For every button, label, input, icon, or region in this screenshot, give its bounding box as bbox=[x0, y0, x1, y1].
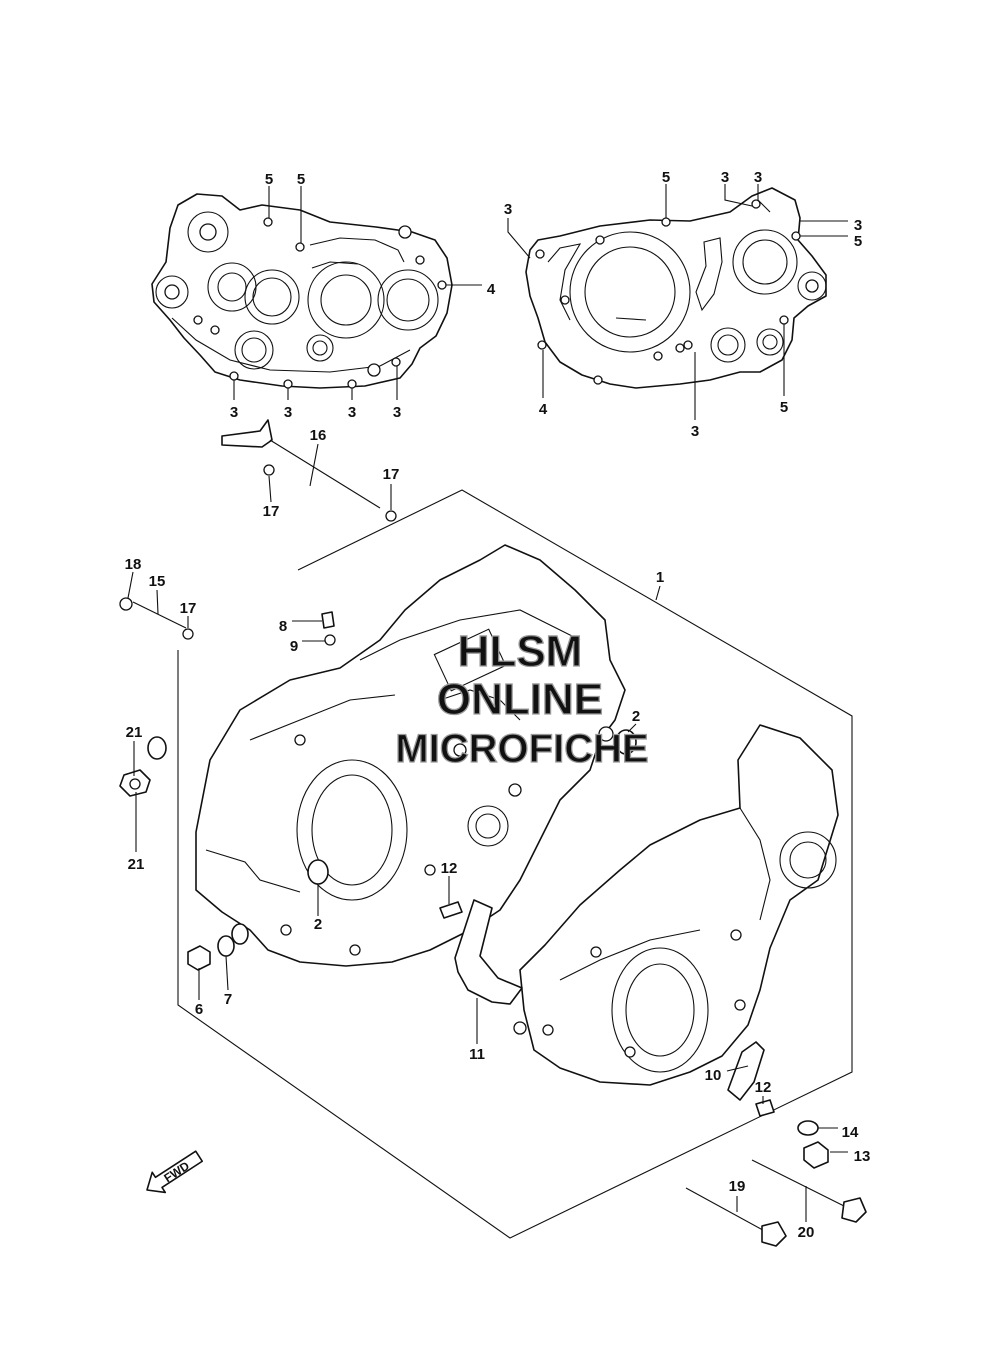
callout-2: 2 bbox=[314, 916, 322, 933]
callout-9: 9 bbox=[290, 638, 298, 655]
callout-3: 3 bbox=[854, 217, 862, 234]
crankcase-main-right bbox=[513, 724, 839, 1086]
callout-3: 3 bbox=[754, 169, 762, 186]
callout-16: 16 bbox=[310, 427, 327, 444]
callout-8: 8 bbox=[279, 618, 287, 635]
callout-3: 3 bbox=[691, 423, 699, 440]
watermark-line-2: ONLINE bbox=[437, 675, 603, 724]
callout-11: 11 bbox=[469, 1046, 485, 1063]
callout-18: 18 bbox=[125, 556, 142, 573]
gasket-10 bbox=[727, 1041, 765, 1101]
callout-6: 6 bbox=[195, 1001, 203, 1018]
callout-2: 2 bbox=[632, 708, 640, 725]
callout-3: 3 bbox=[348, 404, 356, 421]
oil-pipe-15 bbox=[119, 597, 194, 640]
callout-15: 15 bbox=[149, 573, 166, 590]
crankcase-main-left bbox=[195, 544, 626, 967]
callout-10: 10 bbox=[705, 1067, 722, 1084]
callout-7: 7 bbox=[224, 991, 232, 1008]
callout-3: 3 bbox=[504, 201, 512, 218]
callout-17: 17 bbox=[263, 503, 280, 520]
oil-pipe-16 bbox=[221, 419, 397, 522]
callout-21: 21 bbox=[126, 724, 143, 741]
callout-5: 5 bbox=[662, 169, 670, 186]
callout-17: 17 bbox=[383, 466, 400, 483]
fwd-arrow-icon: FWD bbox=[146, 1150, 204, 1194]
watermark-line-3: MICROFICHE bbox=[395, 727, 648, 771]
callout-5: 5 bbox=[297, 171, 305, 188]
assembly-outline bbox=[177, 489, 853, 1239]
callout-17: 17 bbox=[180, 600, 197, 617]
leader-lines bbox=[127, 184, 848, 1222]
callout-3: 3 bbox=[721, 169, 729, 186]
callout-4: 4 bbox=[487, 281, 496, 298]
callout-5: 5 bbox=[780, 399, 788, 416]
callout-21: 21 bbox=[128, 856, 145, 873]
callout-12: 12 bbox=[755, 1079, 772, 1096]
callout-3: 3 bbox=[230, 404, 238, 421]
callout-13: 13 bbox=[854, 1148, 871, 1165]
watermark-line-1: HLSM bbox=[458, 627, 583, 676]
hardware-parts bbox=[119, 611, 867, 1247]
callout-5: 5 bbox=[265, 171, 273, 188]
callout-19: 19 bbox=[729, 1178, 746, 1195]
callout-5: 5 bbox=[854, 233, 862, 250]
crankcase-left-half-view bbox=[151, 193, 453, 389]
watermark: HLSM ONLINE MICROFICHE bbox=[395, 626, 650, 771]
callout-4: 4 bbox=[539, 401, 548, 418]
callout-1: 1 bbox=[656, 569, 664, 586]
callout-3: 3 bbox=[284, 404, 292, 421]
gasket-11 bbox=[454, 899, 523, 1005]
callout-3: 3 bbox=[393, 404, 401, 421]
crankcase-right-half-view bbox=[525, 187, 827, 389]
callout-20: 20 bbox=[798, 1224, 815, 1241]
callout-14: 14 bbox=[842, 1124, 859, 1141]
callout-12: 12 bbox=[441, 860, 458, 877]
